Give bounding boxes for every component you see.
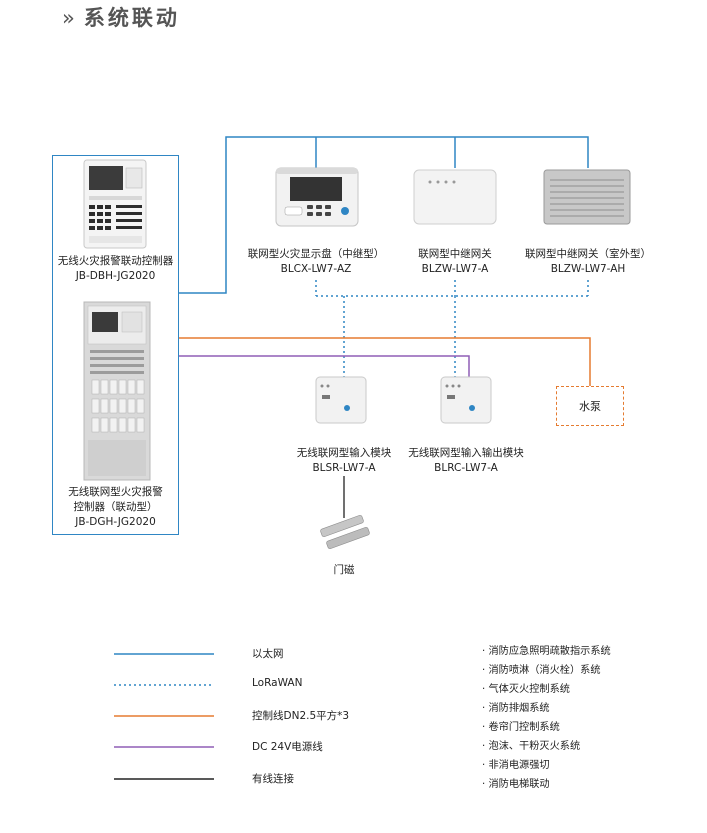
outdoor-gateway-name: 联网型中继网关（室外型）: [525, 248, 651, 260]
ethernet-lines: [179, 136, 589, 294]
legend-lorawan-label: LoRaWAN: [252, 677, 303, 689]
io-module-name: 无线联网型输入输出模块: [408, 447, 524, 459]
linked-systems-list: · 消防应急照明疏散指示系统 · 消防喷淋（消火栓）系统 · 气体灭火控制系统 …: [482, 642, 611, 794]
outdoor-gateway-label: 联网型中继网关（室外型） BLZW-LW7-AH: [518, 247, 658, 277]
outdoor-gateway-image: [543, 169, 631, 225]
page-title: »系统联动: [62, 2, 180, 32]
io-module-label: 无线联网型输入输出模块 BLRC-LW7-A: [396, 446, 536, 476]
network-controller-name-line1: 无线联网型火灾报警: [68, 486, 163, 498]
legend-lines: [114, 653, 214, 780]
network-controller-name-line2: 控制器（联动型）: [73, 501, 158, 513]
door-magnet-label: 门磁: [333, 564, 355, 576]
system-item: · 卷帘门控制系统: [482, 722, 560, 733]
network-controller-image: [83, 301, 151, 481]
legend-wired-label: 有线连接: [252, 773, 294, 785]
gateway-image: [413, 169, 497, 225]
system-item: · 消防电梯联动: [482, 779, 550, 790]
input-module-model: BLSR-LW7-A: [312, 462, 376, 474]
network-controller-label: 无线联网型火灾报警 控制器（联动型） JB-DGH-JG2020: [52, 485, 179, 530]
chevron-icon: »: [62, 6, 78, 30]
gateway-label: 联网型中继网关 BLZW-LW7-A: [395, 247, 515, 277]
control-lines: [179, 337, 591, 386]
input-module-image: [315, 376, 367, 424]
display-panel-image: [275, 167, 359, 227]
display-panel-model: BLCX-LW7-AZ: [280, 263, 352, 275]
legend-control-line-label: 控制线DN2.5平方*3: [252, 710, 350, 722]
system-item: · 消防排烟系统: [482, 703, 550, 714]
gateway-name: 联网型中继网关: [418, 248, 492, 260]
display-panel-label: 联网型火灾显示盘（中继型） BLCX-LW7-AZ: [236, 247, 396, 277]
io-module-image: [440, 376, 492, 424]
system-item: · 气体灭火控制系统: [482, 684, 570, 695]
input-module-name: 无线联网型输入模块: [296, 447, 392, 459]
gateway-model: BLZW-LW7-A: [421, 263, 489, 275]
input-module-label: 无线联网型输入模块 BLSR-LW7-A: [279, 446, 409, 476]
system-item: · 泡沫、干粉灭火系统: [482, 741, 581, 752]
legend-dc24v-label: DC 24V电源线: [252, 741, 323, 753]
water-pump-box: 水泵: [556, 386, 624, 426]
system-item: · 消防应急照明疏散指示系统: [482, 646, 611, 657]
outdoor-gateway-model: BLZW-LW7-AH: [550, 263, 626, 275]
lorawan-lines: [315, 280, 589, 377]
linkage-controller-model: JB-DBH-JG2020: [75, 270, 156, 282]
io-module-model: BLRC-LW7-A: [434, 462, 498, 474]
door-magnet-image: [320, 514, 370, 550]
system-item: · 非消电源强切: [482, 760, 550, 771]
network-controller-model: JB-DGH-JG2020: [75, 516, 156, 528]
water-pump-label: 水泵: [579, 400, 601, 413]
linkage-controller-image: [83, 159, 147, 249]
dc24v-lines: [179, 355, 470, 377]
linkage-controller-name: 无线火灾报警联动控制器: [57, 255, 174, 267]
controller-group-box: [52, 155, 179, 535]
display-panel-name: 联网型火灾显示盘（中继型）: [247, 248, 385, 260]
legend-ethernet-label: 以太网: [252, 648, 284, 660]
linkage-controller-label: 无线火灾报警联动控制器 JB-DBH-JG2020: [52, 254, 179, 284]
page-title-text: 系统联动: [83, 6, 180, 30]
system-item: · 消防喷淋（消火栓）系统: [482, 665, 601, 676]
